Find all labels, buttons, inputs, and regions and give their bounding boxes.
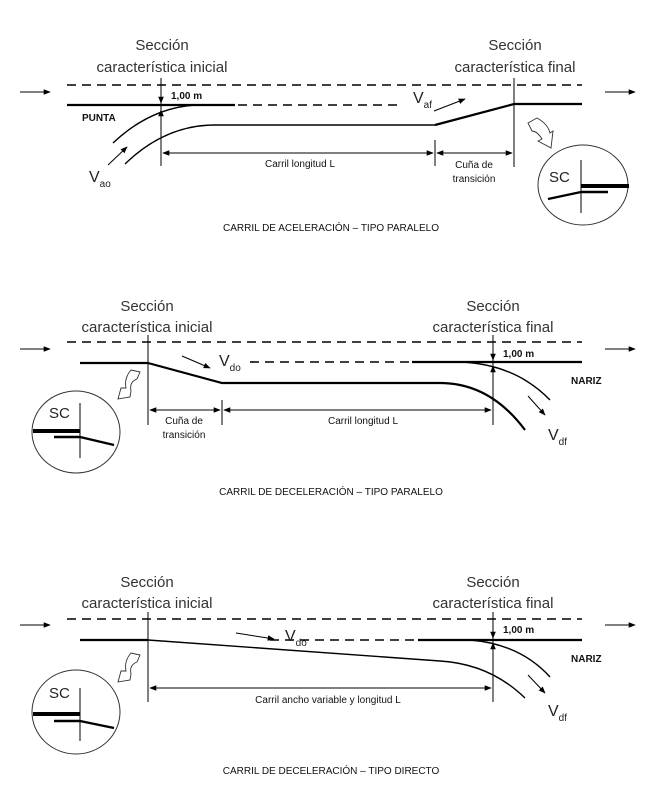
lane-edge-with-taper [147,361,526,431]
callout-pointer-icon [117,652,141,683]
speed-out-arrow [433,98,466,112]
dimension-taper-label-line2: transición [163,430,206,441]
panel-caption: CARRIL DE ACELERACIÓN – TIPO PARALELO [223,221,439,234]
end-label-punta: PUNTA [82,113,116,124]
section-initial-line1: Sección [120,298,173,315]
dimension-taper-label-line1: Cuña de [165,416,203,427]
callout-taper-edge [79,719,115,730]
section-callout-detail: SC [537,144,629,226]
panel-caption: CARRIL DE DECELERACIÓN – TIPO PARALELO [219,485,443,498]
callout-taper-edge [79,435,115,447]
dimension-lane-label: Carril ancho variable y longitud L [255,695,401,706]
dimension-taper-label-line1: Cuña de [455,160,493,171]
section-final-line1: Sección [466,298,519,315]
callout-label: SC [49,685,70,702]
speed-in-label: Vao [89,169,111,190]
dimension-taper-label-line2: transición [453,174,496,185]
section-final-line2: característica final [455,59,576,76]
dimension-lane-label: Carril longitud L [265,159,335,170]
offset-label: 1,00 m [503,349,534,360]
ramp-curve-upper [459,361,551,401]
speed-out-label: Vdf [548,427,567,448]
section-final-line2: característica final [433,595,554,612]
speed-in-arrow [235,632,275,641]
panel-deceleration-parallel: Sección característica inicial Sección c… [20,298,636,498]
speed-out-arrow [527,674,546,694]
speed-in-label: Vdo [285,628,307,649]
offset-label: 1,00 m [171,91,202,102]
section-final-line1: Sección [488,37,541,54]
end-label-nariz: NARIZ [571,654,602,665]
ramp-curve-upper [112,104,196,144]
section-initial-line2: característica inicial [82,595,213,612]
section-initial-line2: característica inicial [82,319,213,336]
speed-out-arrow [527,395,546,416]
callout-taper-edge [547,190,582,201]
taper-edge [434,102,582,127]
callout-pointer-icon [527,117,554,149]
section-final-line2: característica final [433,319,554,336]
section-callout-detail: SC [31,669,121,755]
section-initial-line2: característica inicial [97,59,228,76]
speed-in-arrow [181,355,211,369]
lane-edge-variable-width [147,639,526,699]
speed-out-label: Vaf [413,90,432,111]
offset-label: 1,00 m [503,625,534,636]
panel-caption: CARRIL DE DECELERACIÓN – TIPO DIRECTO [223,764,440,777]
section-final-line1: Sección [466,574,519,591]
dimension-lane-label: Carril longitud L [328,416,398,427]
panel-acceleration-parallel: Sección característica inicial Sección c… [20,37,636,234]
callout-label: SC [49,405,70,422]
speed-in-arrow [107,146,128,166]
section-initial-line1: Sección [120,574,173,591]
speed-in-label: Vdo [219,353,241,374]
callout-pointer-icon [117,369,141,400]
ramp-curve-upper [469,639,551,678]
end-label-nariz: NARIZ [571,376,602,387]
panel-deceleration-direct: Sección característica inicial Sección c… [20,574,636,777]
section-initial-line1: Sección [135,37,188,54]
ramp-curve-lower [124,124,435,165]
speed-out-label: Vdf [548,703,567,724]
section-callout-detail: SC [31,390,121,474]
callout-label: SC [549,169,570,186]
